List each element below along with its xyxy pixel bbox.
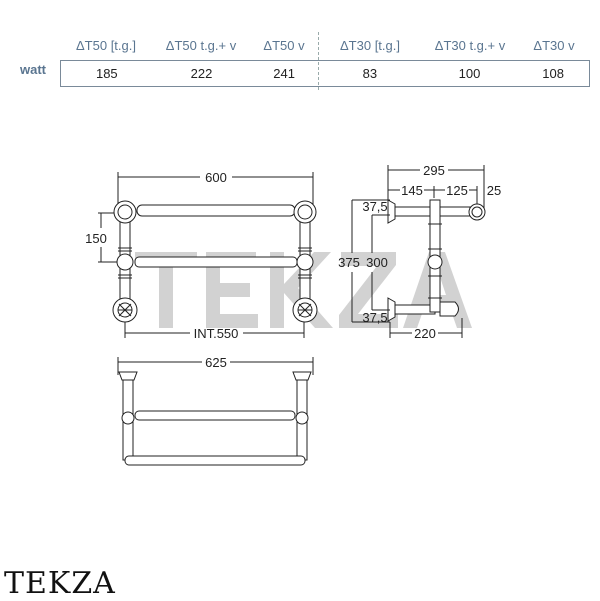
header-cell: ΔT30 v	[533, 38, 575, 53]
header-cell: ΔT30 [t.g.]	[340, 38, 400, 53]
dim-depth-total: 295	[423, 163, 445, 178]
value-cell: 222	[190, 66, 213, 81]
side-view	[351, 165, 486, 338]
dim-375: 375	[338, 255, 360, 270]
dim-top-offset: 37,5	[362, 199, 387, 214]
dim-top-width: 625	[205, 355, 227, 370]
top-view	[117, 357, 314, 466]
dim-height: 150	[85, 231, 107, 246]
header-cell: ΔT50 [t.g.]	[76, 38, 136, 53]
value-cell: 108	[542, 66, 564, 81]
dim-25: 25	[487, 183, 501, 198]
dim-bottom-offset: 37,5	[362, 310, 387, 325]
value-cell: 185	[95, 66, 118, 81]
value-cell: 100	[458, 66, 481, 81]
value-cell: 83	[362, 66, 378, 81]
dim-300: 300	[366, 255, 388, 270]
brand-logo: TEKZA	[4, 566, 116, 601]
header-cell: ΔT30 t.g.+ v	[434, 38, 506, 53]
header-cell: ΔT50 t.g.+ v	[165, 38, 237, 53]
dim-width: 600	[205, 170, 227, 185]
dim-int: INT.550	[194, 326, 239, 341]
watt-table: ΔT50 [t.g.] ΔT50 t.g.+ v ΔT50 v ΔT30 [t.…	[60, 32, 590, 87]
header-cell: ΔT50 v	[263, 38, 305, 53]
table-row: 185 222 241 83 100 108	[60, 60, 590, 87]
dim-220: 220	[414, 326, 436, 341]
table-divider	[318, 32, 319, 90]
front-view	[98, 172, 318, 338]
dim-145: 145	[401, 183, 423, 198]
dim-125: 125	[446, 183, 468, 198]
row-label: watt	[20, 62, 46, 77]
table-header: ΔT50 [t.g.] ΔT50 t.g.+ v ΔT50 v ΔT30 [t.…	[60, 32, 590, 60]
value-cell: 241	[273, 66, 295, 81]
